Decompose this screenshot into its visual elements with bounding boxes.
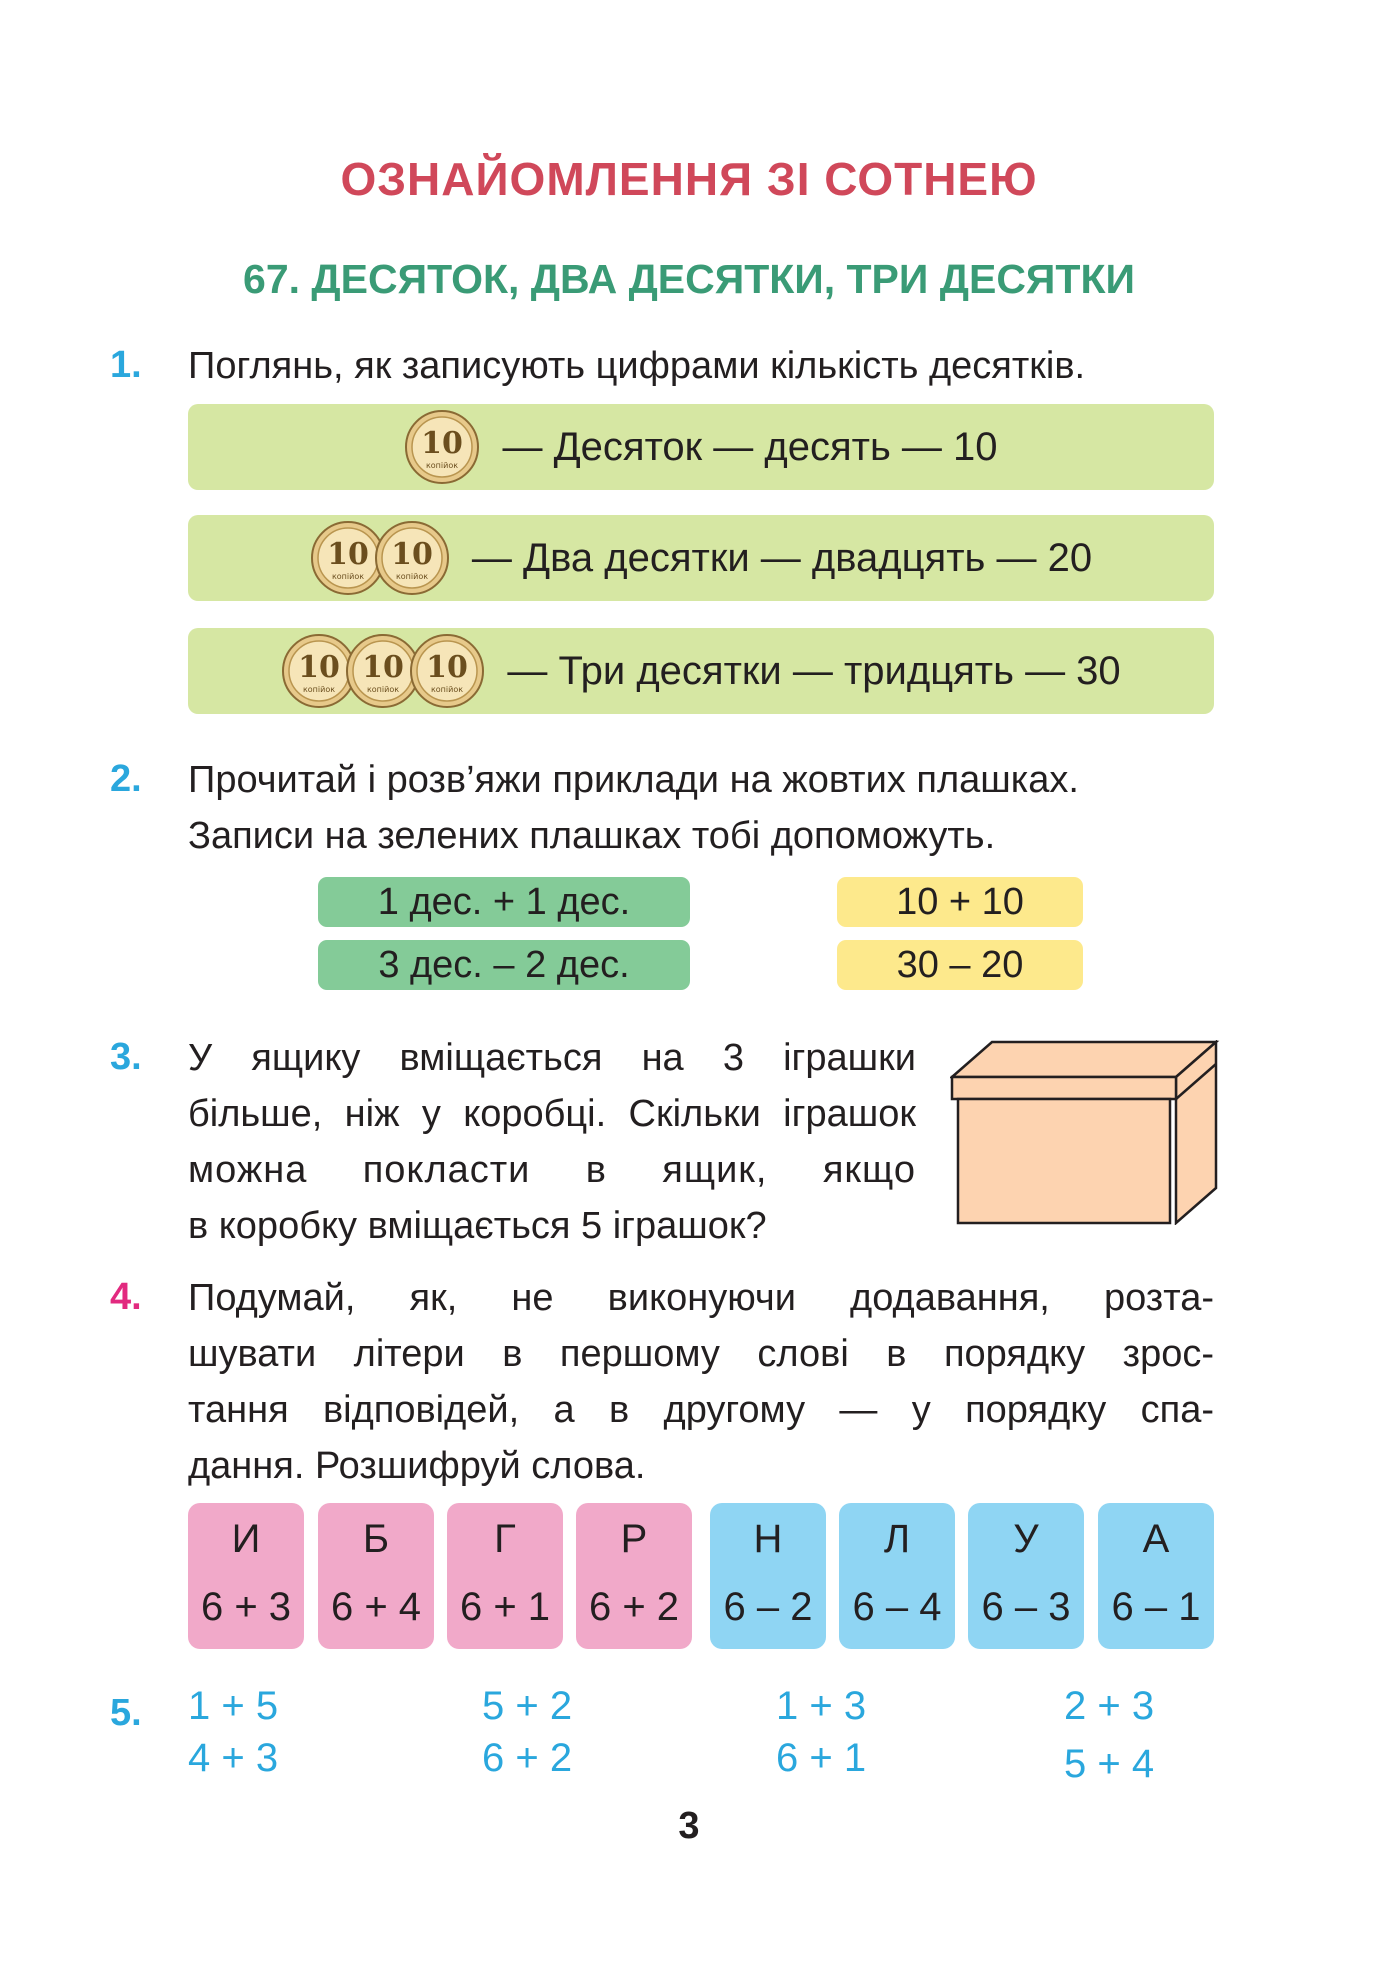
example: 5 + 2: [482, 1684, 573, 1728]
tens-row-1-text: — Десяток — десять — 10: [502, 424, 998, 469]
coin-value: 10: [298, 650, 340, 685]
coin-caption: копійок: [367, 685, 399, 694]
coin-value: 10: [327, 537, 369, 572]
letter-card: И 6 + 3: [188, 1503, 304, 1649]
page-number: 3: [678, 1805, 700, 1847]
yellow-tile-2: 30 – 20: [837, 940, 1083, 990]
task-4-line-4: дання. Розшифруй слова.: [188, 1445, 646, 1487]
card-letter: У: [1013, 1517, 1039, 1561]
green-tile-1: 1 дес. + 1 дес.: [318, 877, 690, 927]
example: 5 + 4: [1064, 1742, 1155, 1786]
coin-value: 10: [426, 650, 468, 685]
coin-caption: копійок: [303, 685, 335, 694]
card-expression: 6 + 3: [200, 1585, 292, 1629]
card-expression: 6 – 1: [1111, 1585, 1201, 1629]
lesson-title: 67. ДЕСЯТОК, ДВА ДЕСЯТКИ, ТРИ ДЕСЯТКИ: [243, 256, 1135, 302]
task-3-line-1: У ящику вміщається на 3 іграшки: [188, 1037, 916, 1079]
card-letter: Б: [362, 1517, 390, 1561]
coin-value: 10: [362, 650, 404, 685]
coin-value: 10: [422, 426, 464, 461]
tens-row-3-text: — Три десятки — тридцять — 30: [507, 648, 1121, 693]
card-letter: Н: [753, 1517, 783, 1561]
letter-card: Н 6 – 2: [710, 1503, 826, 1649]
task-5-column-1: 1 + 5 4 + 3: [188, 1680, 278, 1784]
letter-card: А 6 – 1: [1098, 1503, 1214, 1649]
task-5-column-4: 2 + 3 5 + 4: [1064, 1680, 1154, 1790]
task-2-number: 2.: [110, 758, 142, 800]
coin-caption: копійок: [396, 572, 428, 581]
chapter-title: ОЗНАЙОМЛЕННЯ ЗІ СОТНЕЮ: [340, 153, 1038, 205]
example: 1 + 5: [188, 1684, 279, 1728]
task-5-number: 5.: [110, 1692, 142, 1734]
letter-card: Л 6 – 4: [839, 1503, 955, 1649]
card-expression: 6 + 4: [330, 1585, 422, 1629]
task-3-number: 3.: [110, 1036, 142, 1078]
coin-caption: копійок: [426, 461, 458, 470]
task-1-text: Поглянь, як записують цифрами кількість …: [188, 345, 1086, 387]
card-letter: Р: [620, 1517, 648, 1561]
coin-caption: копійок: [332, 572, 364, 581]
card-expression: 6 – 2: [723, 1585, 813, 1629]
task-1-number: 1.: [110, 344, 142, 386]
task-2-line-2: Записи на зелених плашках тобі допоможут…: [188, 815, 996, 857]
task-5-column-2: 5 + 2 6 + 2: [482, 1680, 572, 1784]
example: 6 + 2: [482, 1736, 573, 1780]
coin-value: 10: [391, 537, 433, 572]
card-expression: 6 + 2: [588, 1585, 680, 1629]
letter-card: Б 6 + 4: [318, 1503, 434, 1649]
card-letter: Л: [883, 1517, 911, 1561]
card-letter: А: [1142, 1517, 1170, 1561]
example: 6 + 1: [776, 1736, 867, 1780]
task-4-line-1: Подумай, як, не виконуючи додавання, роз…: [188, 1277, 1214, 1319]
task-3-line-2: більше, ніж у коробці. Скільки іграшок: [188, 1093, 916, 1135]
letter-card: Р 6 + 2: [576, 1503, 692, 1649]
card-letter: И: [231, 1517, 261, 1561]
example: 2 + 3: [1064, 1684, 1155, 1728]
task-4-number: 4.: [110, 1276, 142, 1318]
yellow-tile-1: 10 + 10: [837, 877, 1083, 927]
task-4-line-3: тання відповідей, а в другому — у порядк…: [188, 1389, 1214, 1431]
card-expression: 6 – 4: [852, 1585, 942, 1629]
card-expression: 6 – 3: [981, 1585, 1071, 1629]
letter-card: Г 6 + 1: [447, 1503, 563, 1649]
task-4-line-2: шувати літери в першому слові в порядку …: [188, 1333, 1214, 1375]
letter-card: У 6 – 3: [968, 1503, 1084, 1649]
task-3-line-3: можна покласти в ящик, якщо: [188, 1149, 916, 1191]
tens-row-2-text: — Два десятки — двадцять — 20: [471, 535, 1093, 580]
coin-caption: копійок: [431, 685, 463, 694]
box-illustration: [950, 1040, 1220, 1225]
task-5-column-3: 1 + 3 6 + 1: [776, 1680, 866, 1784]
task-2-line-1: Прочитай і розв’яжи приклади на жовтих п…: [188, 759, 1079, 801]
example: 4 + 3: [188, 1736, 279, 1780]
green-tile-2: 3 дес. – 2 дес.: [318, 940, 690, 990]
card-expression: 6 + 1: [459, 1585, 551, 1629]
task-3-line-4: в коробку вміщається 5 іграшок?: [188, 1205, 767, 1247]
example: 1 + 3: [776, 1684, 867, 1728]
card-letter: Г: [494, 1517, 516, 1561]
